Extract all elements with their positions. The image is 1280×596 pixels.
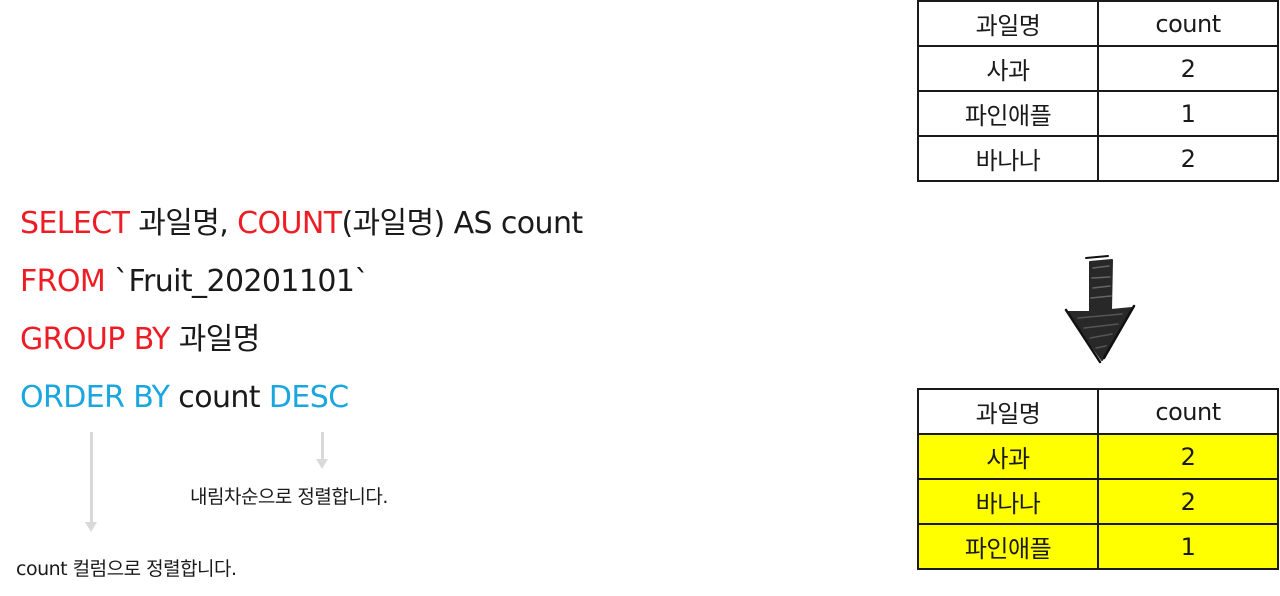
header-fruit-name: 과일명 — [917, 0, 1099, 47]
cell-count: 2 — [1097, 478, 1279, 525]
cell-count: 2 — [1097, 45, 1279, 92]
sql-keyword-order-by: ORDER BY — [20, 380, 170, 415]
sql-line-order-by: ORDER BY count DESC — [20, 380, 349, 416]
annotation-arrow-count-shaft — [90, 432, 93, 524]
sql-text: 과일명 — [169, 322, 261, 357]
sql-keyword-from: FROM — [20, 264, 106, 299]
sql-line-from: FROM `Fruit_20201101` — [20, 264, 369, 300]
sql-table-name: `Fruit_20201101` — [105, 264, 369, 299]
table-row: 사과 2 — [917, 45, 1279, 92]
cell-fruit-name: 바나나 — [917, 135, 1099, 182]
sql-text: count — [169, 380, 269, 415]
header-fruit-name: 과일명 — [917, 388, 1099, 435]
sql-line-group-by: GROUP BY 과일명 — [20, 322, 260, 358]
table-header-row: 과일명 count — [917, 388, 1279, 435]
annotation-arrow-count-icon — [85, 522, 97, 532]
cell-fruit-name: 바나나 — [917, 478, 1099, 525]
cell-fruit-name: 파인애플 — [917, 523, 1099, 570]
table-row-highlighted: 사과 2 — [917, 433, 1279, 480]
note-desc: 내림차순으로 정렬합니다. — [190, 486, 388, 508]
sql-keyword-desc: DESC — [268, 380, 349, 415]
sql-keyword-group-by: GROUP BY — [20, 322, 170, 357]
sql-keyword-count: COUNT — [237, 206, 342, 241]
table-row: 파인애플 1 — [917, 90, 1279, 137]
hand-drawn-down-arrow-icon — [1064, 255, 1136, 364]
table-row: 바나나 2 — [917, 135, 1279, 182]
sql-keyword-select: SELECT — [20, 206, 130, 241]
cell-count: 1 — [1097, 523, 1279, 570]
note-count-column: count 컬럼으로 정렬합니다. — [16, 558, 237, 580]
sql-line-select: SELECT 과일명, COUNT(과일명) AS count — [20, 206, 583, 242]
table-row-highlighted: 바나나 2 — [917, 478, 1279, 525]
cell-count: 2 — [1097, 135, 1279, 182]
cell-fruit-name: 사과 — [917, 433, 1099, 480]
annotation-arrow-desc-shaft — [321, 432, 324, 460]
annotation-arrow-desc-icon — [316, 459, 328, 469]
table-before: 과일명 count 사과 2 파인애플 1 바나나 2 — [917, 0, 1279, 182]
header-count: count — [1097, 0, 1279, 47]
table-header-row: 과일명 count — [917, 0, 1279, 47]
table-after: 과일명 count 사과 2 바나나 2 파인애플 1 — [917, 388, 1279, 570]
sql-text: (과일명) AS count — [341, 206, 583, 241]
cell-count: 2 — [1097, 433, 1279, 480]
table-row-highlighted: 파인애플 1 — [917, 523, 1279, 570]
header-count: count — [1097, 388, 1279, 435]
cell-fruit-name: 파인애플 — [917, 90, 1099, 137]
sql-text: 과일명, — [129, 206, 238, 241]
cell-fruit-name: 사과 — [917, 45, 1099, 92]
cell-count: 1 — [1097, 90, 1279, 137]
